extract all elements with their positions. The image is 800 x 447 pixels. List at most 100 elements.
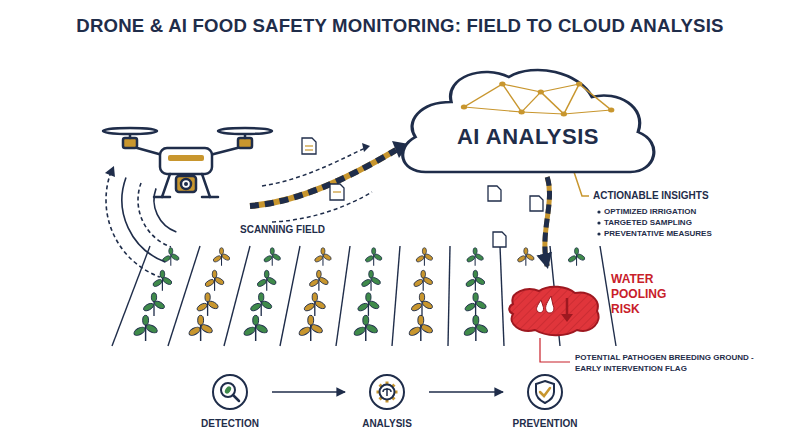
network-dot: [576, 82, 582, 87]
row-line: [500, 246, 504, 346]
step-label: PREVENTION: [485, 418, 605, 429]
crop-plant: [204, 270, 225, 291]
plant-leaf: [369, 270, 374, 278]
step-node: PREVENTION: [505, 372, 585, 436]
step-arrow: [272, 391, 345, 393]
plant-leaf: [363, 315, 369, 325]
plant-leaf: [317, 270, 322, 278]
plant-leaf: [465, 278, 476, 287]
step-arrow: [429, 391, 503, 393]
step-node: DETECTION: [190, 372, 270, 436]
crop-plant: [365, 248, 383, 266]
step-icon: [367, 372, 407, 412]
risk-zone: WATER POOLING RISK: [505, 268, 695, 340]
plant-leaf: [473, 270, 478, 278]
crop-plant: [517, 248, 535, 266]
cloud-node: AI ANALYSIS: [400, 62, 656, 177]
down-arrowhead: [561, 314, 573, 322]
network-dot: [561, 112, 567, 117]
plant-leaf: [308, 315, 314, 325]
brain-mark: [383, 388, 391, 396]
crop-plant: [567, 248, 585, 266]
crop-plant: [152, 270, 173, 291]
crop-plant: [466, 248, 484, 266]
step-label: ANALYSIS: [327, 418, 447, 429]
step-icon: [210, 372, 250, 412]
insight-item: PREVENTATIVE MEASURES: [604, 229, 712, 238]
crop-plant: [250, 293, 273, 316]
plant-leaf: [263, 255, 273, 263]
crop-plant: [463, 315, 489, 341]
insight-item: TARGETED SAMPLING: [604, 218, 692, 227]
risk-label: WATER POOLING RISK: [611, 272, 691, 317]
crop-plant: [415, 248, 433, 266]
plant-leaf: [567, 255, 577, 263]
plant-leaf: [308, 278, 319, 287]
crop-plant: [465, 270, 486, 291]
plant-leaf: [152, 278, 163, 287]
row-line: [112, 246, 150, 346]
network-link: [502, 84, 521, 112]
network-link: [541, 92, 564, 114]
plant-leaf: [463, 325, 477, 337]
plant-leaf: [413, 278, 424, 287]
plant-leaf: [143, 315, 149, 325]
plant-leaf: [198, 315, 204, 325]
scan-arc: [106, 172, 160, 277]
crop-plant: [256, 270, 277, 291]
row-line: [392, 246, 400, 346]
crop-plant: [196, 293, 219, 316]
plant-leaf: [473, 315, 479, 325]
network-dot: [499, 82, 505, 87]
plant-leaf: [464, 302, 476, 312]
crop-plant: [298, 315, 324, 341]
plant-leaf: [243, 325, 257, 337]
row-line: [336, 246, 350, 346]
plant-leaf: [361, 278, 372, 287]
network-dot: [461, 105, 467, 110]
puddle-shape: [505, 284, 603, 338]
plant-leaf: [160, 270, 165, 278]
plant-leaf: [524, 248, 528, 255]
scan-arrowhead: [105, 166, 115, 177]
plant-leaf: [250, 302, 262, 312]
step-icon: [525, 372, 565, 412]
icon-ring: [370, 375, 404, 409]
crop-plant: [142, 293, 165, 316]
plant-leaf: [321, 248, 325, 255]
row-line: [448, 246, 450, 346]
plant-leaf: [312, 293, 317, 302]
step-label: DETECTION: [170, 418, 290, 429]
cloud-outline: [403, 70, 654, 172]
puddle-fill: [509, 287, 598, 336]
plant-leaf: [473, 248, 477, 255]
plant-leaf: [418, 315, 424, 325]
plant-leaf: [366, 293, 371, 302]
plant-leaf: [169, 248, 173, 255]
plant-leaf: [212, 255, 222, 263]
step-node: ANALYSIS: [347, 372, 427, 436]
plant-leaf: [253, 315, 259, 325]
gear-body: [380, 385, 395, 400]
network-link: [522, 92, 541, 112]
plant-leaf: [353, 325, 367, 337]
crop-plant: [361, 270, 382, 291]
crop-plant: [308, 270, 329, 291]
network-link: [541, 84, 579, 92]
plant-leaf: [151, 293, 156, 302]
plant-leaf: [473, 293, 478, 302]
data-flow-arrow: [545, 177, 550, 266]
plant-leaf: [204, 278, 215, 287]
row-line: [280, 246, 300, 346]
plant-leaf: [303, 302, 315, 312]
plant-leaf: [219, 248, 223, 255]
shield-mark: [536, 381, 554, 403]
plant-leaf: [205, 293, 210, 302]
insight-documents: [488, 186, 543, 247]
magnifier-handle: [233, 395, 239, 401]
crop-plant: [303, 293, 326, 316]
plant-leaf: [421, 270, 426, 278]
scan-label: SCANNING FIELD: [240, 224, 325, 235]
crop-plant: [162, 248, 180, 266]
